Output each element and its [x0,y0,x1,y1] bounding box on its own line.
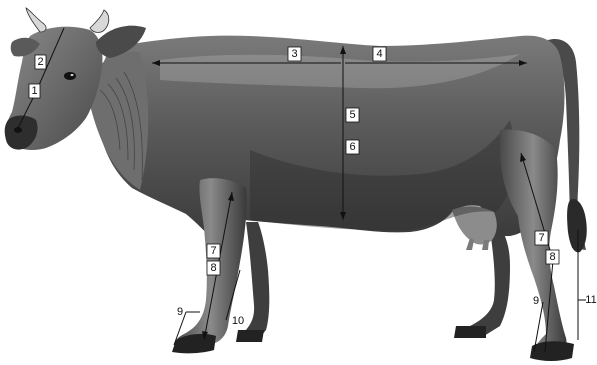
svg-text:2: 2 [37,56,43,68]
far-rear-hoof [454,326,486,338]
label-11: 11 [585,294,596,306]
svg-text:1: 1 [31,85,37,97]
label-4: 4 [373,47,386,61]
label-10: 10 [232,315,244,327]
svg-text:8: 8 [210,262,216,274]
label-8-rear: 8 [546,250,559,264]
left-horn [26,8,46,32]
label-7-front: 7 [207,244,220,258]
svg-text:7: 7 [538,232,544,244]
right-horn [90,10,109,33]
svg-text:6: 6 [349,141,355,153]
far-front-hoof [236,330,264,342]
label-2: 2 [35,55,46,69]
label-1: 1 [29,84,40,98]
label-8-front: 8 [207,261,220,275]
svg-text:5: 5 [349,109,355,121]
label-3: 3 [288,47,301,61]
svg-text:10: 10 [232,315,244,327]
svg-text:9: 9 [177,306,183,318]
label-9-rear: 9 [533,295,539,307]
svg-text:9: 9 [533,295,539,307]
eye-highlight [71,74,74,76]
rear-hoof [530,341,574,361]
eye [64,72,76,80]
svg-text:8: 8 [549,251,555,263]
tail-switch [567,199,587,252]
svg-text:11: 11 [585,294,596,306]
svg-text:4: 4 [376,48,382,60]
front-hoof [172,334,216,353]
label-5: 5 [346,108,359,122]
near-rear-leg [500,130,567,354]
svg-text:3: 3 [291,48,297,60]
label-9-front: 9 [177,306,183,318]
label-7-rear: 7 [535,231,548,245]
teat [466,238,474,250]
label-6: 6 [346,140,359,154]
svg-text:7: 7 [210,245,216,257]
